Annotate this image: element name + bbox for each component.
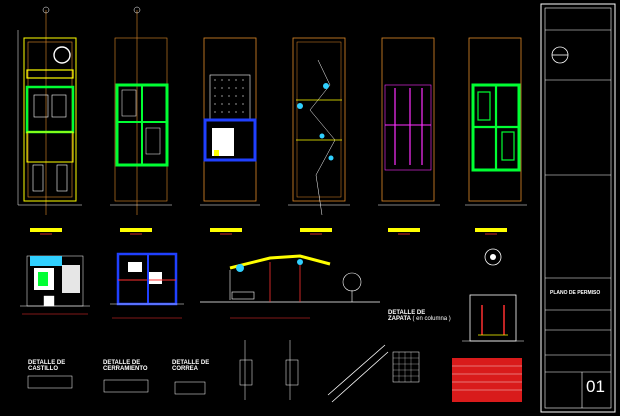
side-section: [110, 252, 184, 319]
detail-zapata-line1: DETALLE DE: [388, 310, 426, 316]
detail-zapata-title: DETALLE DE ZAPATA ( en columna ): [388, 310, 451, 322]
front-elevation: [20, 255, 90, 315]
detail-cerramiento-line2: CERRAMIENTO: [103, 366, 148, 372]
detail-castillo-line1: DETALLE DE: [28, 360, 66, 366]
sheet-number: 01: [586, 377, 605, 396]
detail-cerramiento-line1: DETALLE DE: [103, 360, 141, 366]
detail-zapata-line2: ZAPATA ( en columna ): [388, 316, 451, 322]
title-block-frame: [540, 3, 616, 413]
detail-castillo-line2: CASTILLO: [28, 366, 58, 372]
plan-label-bars: [30, 228, 507, 235]
detail-zapata-suffix: ( en columna ): [412, 316, 451, 322]
plan-6-structural: [465, 37, 527, 206]
detail-cerramiento-title: DETALLE DE CERRAMIENTO: [103, 360, 148, 372]
plan-3-roof-slab: [200, 37, 260, 206]
detail-correa-line2: CORREA: [172, 366, 199, 372]
plan-5-plumbing: [378, 37, 440, 206]
detail-correa-line1: DETALLE DE: [172, 360, 210, 366]
detail-correa-title: DETALLE DE CORREA: [172, 360, 209, 372]
plan-1-ground-floor: [17, 6, 82, 215]
detail-zapata-name: ZAPATA: [388, 316, 411, 322]
detail-drawings: [27, 340, 522, 403]
zapata-detail: [462, 248, 524, 342]
detail-castillo-title: DETALLE DE CASTILLO: [28, 360, 65, 372]
longitudinal-section: [200, 254, 380, 319]
plan-4-electrical: [288, 37, 350, 216]
project-title: PLANO DE PERMISO: [550, 290, 601, 296]
plan-2-upper-floor: [110, 6, 172, 215]
